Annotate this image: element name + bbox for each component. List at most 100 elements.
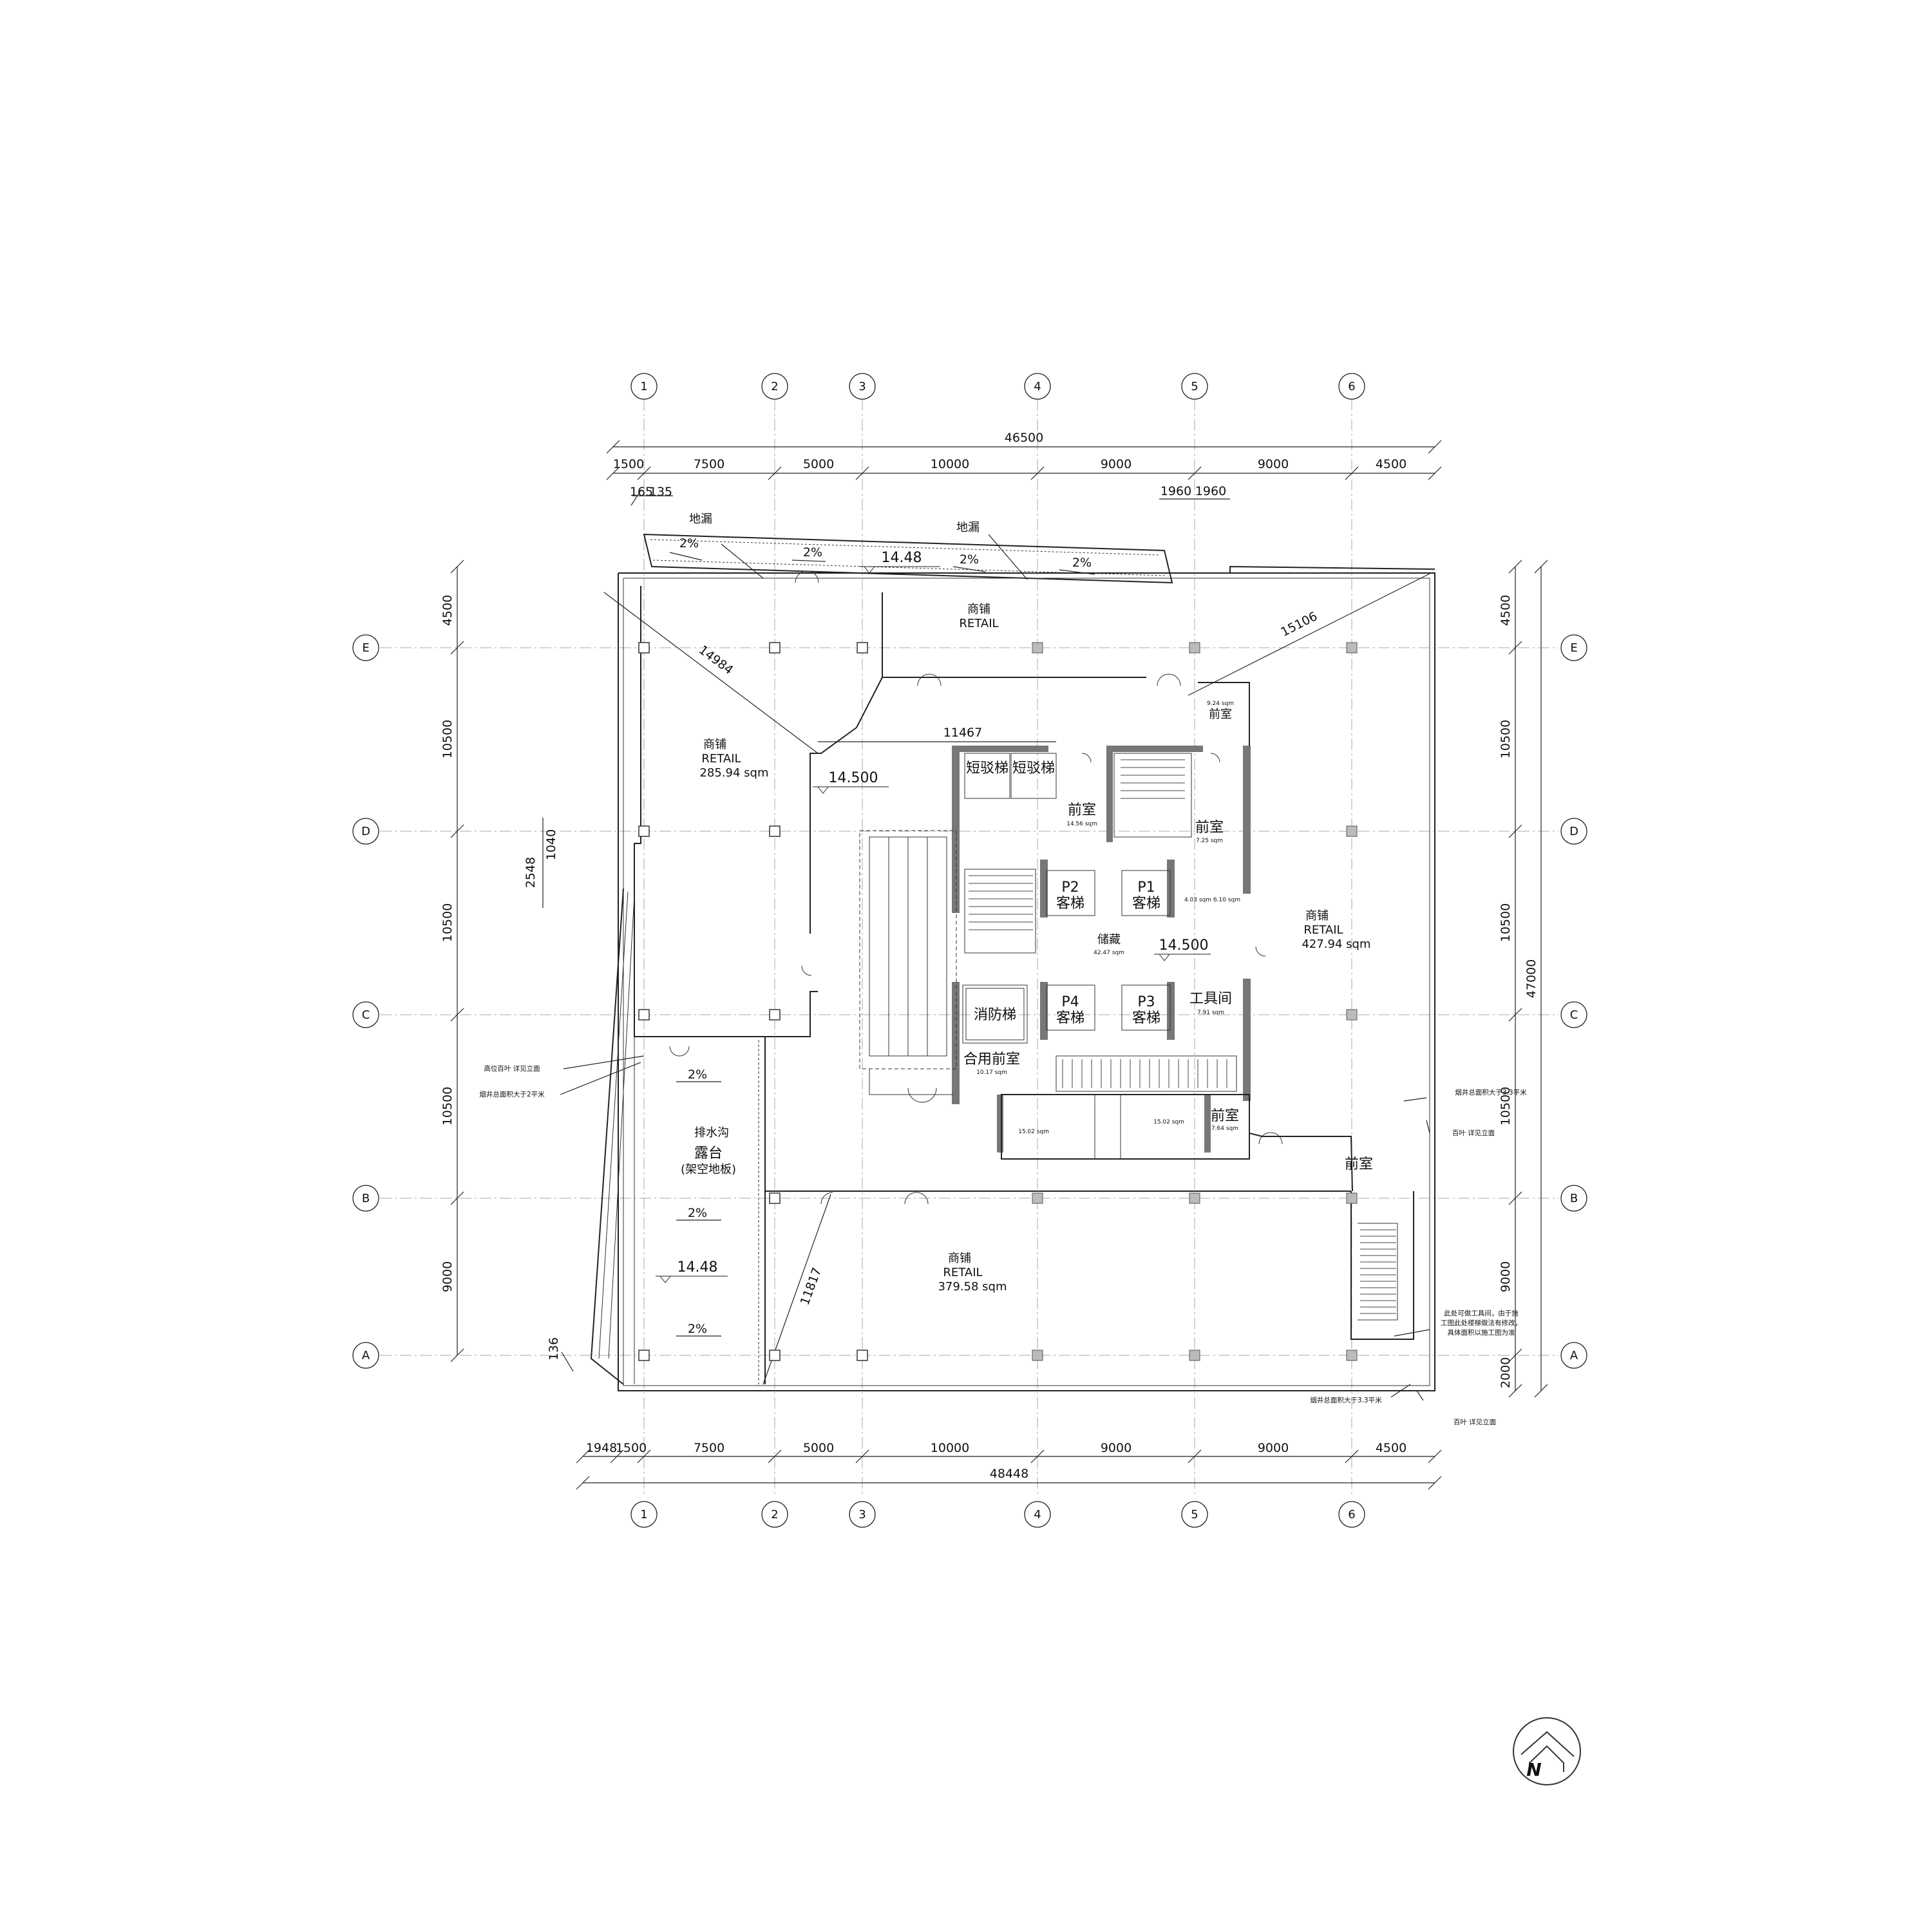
- grid-label: 3: [858, 1508, 866, 1521]
- lift-p2: P2: [1061, 880, 1079, 896]
- dim-top-seg: 9000: [1101, 457, 1132, 471]
- level-floor-core: 14.500: [1159, 937, 1209, 954]
- grid-lines: [380, 399, 1558, 1494]
- lobby-core: 前室: [1068, 802, 1096, 818]
- dim-bottom-seg: 9000: [1101, 1441, 1132, 1455]
- note-smoke-2: 烟井总面积大于2平米: [479, 1090, 545, 1098]
- dim-top-seg: 4500: [1376, 457, 1406, 471]
- floor-drain-label: 地漏: [689, 513, 712, 526]
- dim-top-small: 165: [630, 485, 653, 499]
- note-smoke-33-bottom: 烟井总面积大于3.3平米: [1310, 1396, 1382, 1404]
- lobby-core-area: 14.56 sqm: [1066, 821, 1097, 827]
- note-tool-2: 工图此处楼梯做法有修改，: [1441, 1319, 1522, 1327]
- retail-south-en: RETAIL: [943, 1266, 982, 1279]
- dim-bottom-seg: 5000: [803, 1441, 834, 1455]
- grid-bubbles-bottom: 1 2 3 4 5 6: [630, 1501, 1365, 1528]
- note-louver-high: 高位百叶 详见立面: [484, 1064, 540, 1073]
- lobby-south-area: 7.64 sqm: [1211, 1125, 1238, 1132]
- drain-label: 排水沟: [694, 1126, 729, 1140]
- elec-1-area: 4.03 sqm: [1184, 897, 1211, 903]
- room-shuttle-lift: 短驳梯: [966, 760, 1009, 776]
- dimensions-right: 4500 10500 10500 10500 9000 2000 47000: [1499, 560, 1548, 1398]
- lift-p3-cn: 客梯: [1132, 1010, 1160, 1026]
- dim-top-seg: 1500: [613, 457, 644, 471]
- retail-west-en: RETAIL: [701, 752, 741, 766]
- grid-label: E: [1570, 641, 1577, 655]
- grid-label: C: [1570, 1008, 1578, 1022]
- note-smoke-33-top: 烟井总面积大于3.3平米: [1455, 1088, 1527, 1096]
- dim-bottom-seg: 7500: [694, 1441, 724, 1455]
- lobby-core2: 前室: [1195, 820, 1224, 836]
- lift-p1: P1: [1137, 880, 1155, 896]
- dim-diagonal: 11817: [798, 1266, 824, 1307]
- building-outline: [590, 533, 1435, 1391]
- dim-left-seg: 9000: [440, 1261, 455, 1292]
- toilet-e-area: 15.02 sqm: [1153, 1119, 1184, 1125]
- grid-label: 1: [640, 380, 647, 393]
- grid-label: D: [1569, 825, 1578, 838]
- level-terrace-west: 14.48: [677, 1259, 718, 1275]
- grid-label: A: [1570, 1349, 1578, 1362]
- dim-top-seg: 10000: [931, 457, 969, 471]
- slope-label: 2%: [1072, 556, 1092, 570]
- retail-south-cn: 商铺: [948, 1252, 971, 1265]
- dim-left-seg: 10500: [440, 903, 455, 942]
- dim-left-small: 136: [547, 1337, 561, 1360]
- dim-right-total: 47000: [1524, 959, 1539, 998]
- grid-label: E: [362, 641, 369, 655]
- lobby-ne: 前室: [1209, 708, 1232, 721]
- dim-left-small: 1040: [544, 829, 558, 860]
- notes: 高位百叶 详见立面 烟井总面积大于2平米 烟井总面积大于3.3平米 百叶 详见立…: [479, 1055, 1527, 1426]
- dim-left-seg: 4500: [440, 595, 455, 626]
- dim-right-seg: 4500: [1499, 595, 1513, 626]
- room-shuttle-lift: 短驳梯: [1012, 760, 1055, 776]
- terrace-sub: (架空地板): [681, 1163, 736, 1176]
- core: 短驳梯 短驳梯: [859, 746, 1251, 1160]
- lift-p4-cn: 客梯: [1056, 1010, 1084, 1026]
- lift-p4: P4: [1061, 994, 1079, 1010]
- dim-bottom-seg: 1500: [616, 1441, 647, 1455]
- retail-west-area: 285.94 sqm: [699, 766, 768, 780]
- dim-top-seg: 9000: [1258, 457, 1289, 471]
- lobby-ne-area: 9.24 sqm: [1207, 701, 1234, 707]
- slope-label: 2%: [688, 1322, 707, 1336]
- dimensions-bottom: 1948 1500 7500 5000 10000 9000 9000 4500…: [576, 1441, 1442, 1490]
- grid-label: 4: [1034, 380, 1041, 393]
- grid-label: A: [362, 1349, 370, 1362]
- grid-label: 2: [771, 380, 778, 393]
- lobby-south: 前室: [1211, 1108, 1239, 1124]
- dim-bottom-seg: 4500: [1376, 1441, 1406, 1455]
- slope-label: 2%: [679, 536, 699, 551]
- dim-top-small: 135: [649, 485, 672, 499]
- shared-lobby-area: 10.17 sqm: [976, 1069, 1007, 1076]
- lift-p2-cn: 客梯: [1056, 896, 1084, 912]
- retail-north-cn: 商铺: [967, 603, 990, 616]
- grid-label: 5: [1191, 1508, 1198, 1521]
- note-tool-1: 此处可做工具间，由于施: [1444, 1309, 1519, 1317]
- level-floor-west: 14.500: [829, 770, 878, 786]
- tool-room: 工具间: [1189, 991, 1232, 1007]
- dim-left-small: 2548: [524, 857, 538, 888]
- terrace-label: 露台: [694, 1145, 723, 1162]
- floor-drain-label: 地漏: [956, 521, 980, 534]
- dim-left-seg: 10500: [440, 1087, 455, 1125]
- dim-right-seg: 9000: [1499, 1261, 1513, 1292]
- dim-left-seg: 10500: [440, 720, 455, 758]
- grid-label: 3: [858, 380, 866, 393]
- dim-right-seg: 10500: [1499, 720, 1513, 758]
- slope-label: 2%: [688, 1206, 707, 1220]
- grid-label: B: [1570, 1192, 1578, 1205]
- toilet-w-area: 15.02 sqm: [1018, 1129, 1049, 1135]
- lift-p3: P3: [1137, 994, 1155, 1010]
- dim-bottom-seg: 1948: [586, 1441, 617, 1455]
- dim-top-small: 1960: [1160, 484, 1191, 498]
- shared-lobby: 合用前室: [963, 1051, 1020, 1068]
- slope-label: 2%: [960, 552, 979, 567]
- grid-label: 1: [640, 1508, 647, 1521]
- level-marks: 14.48 14.500 14.500 14.48: [656, 550, 1211, 1283]
- storage-area: 42.47 sqm: [1094, 950, 1124, 956]
- doors: [669, 570, 1283, 1205]
- retail-east-cn: 商铺: [1305, 909, 1329, 923]
- dim-right-seg: 10500: [1499, 903, 1513, 942]
- grid-bubbles-right: E D C B A: [1560, 634, 1587, 1369]
